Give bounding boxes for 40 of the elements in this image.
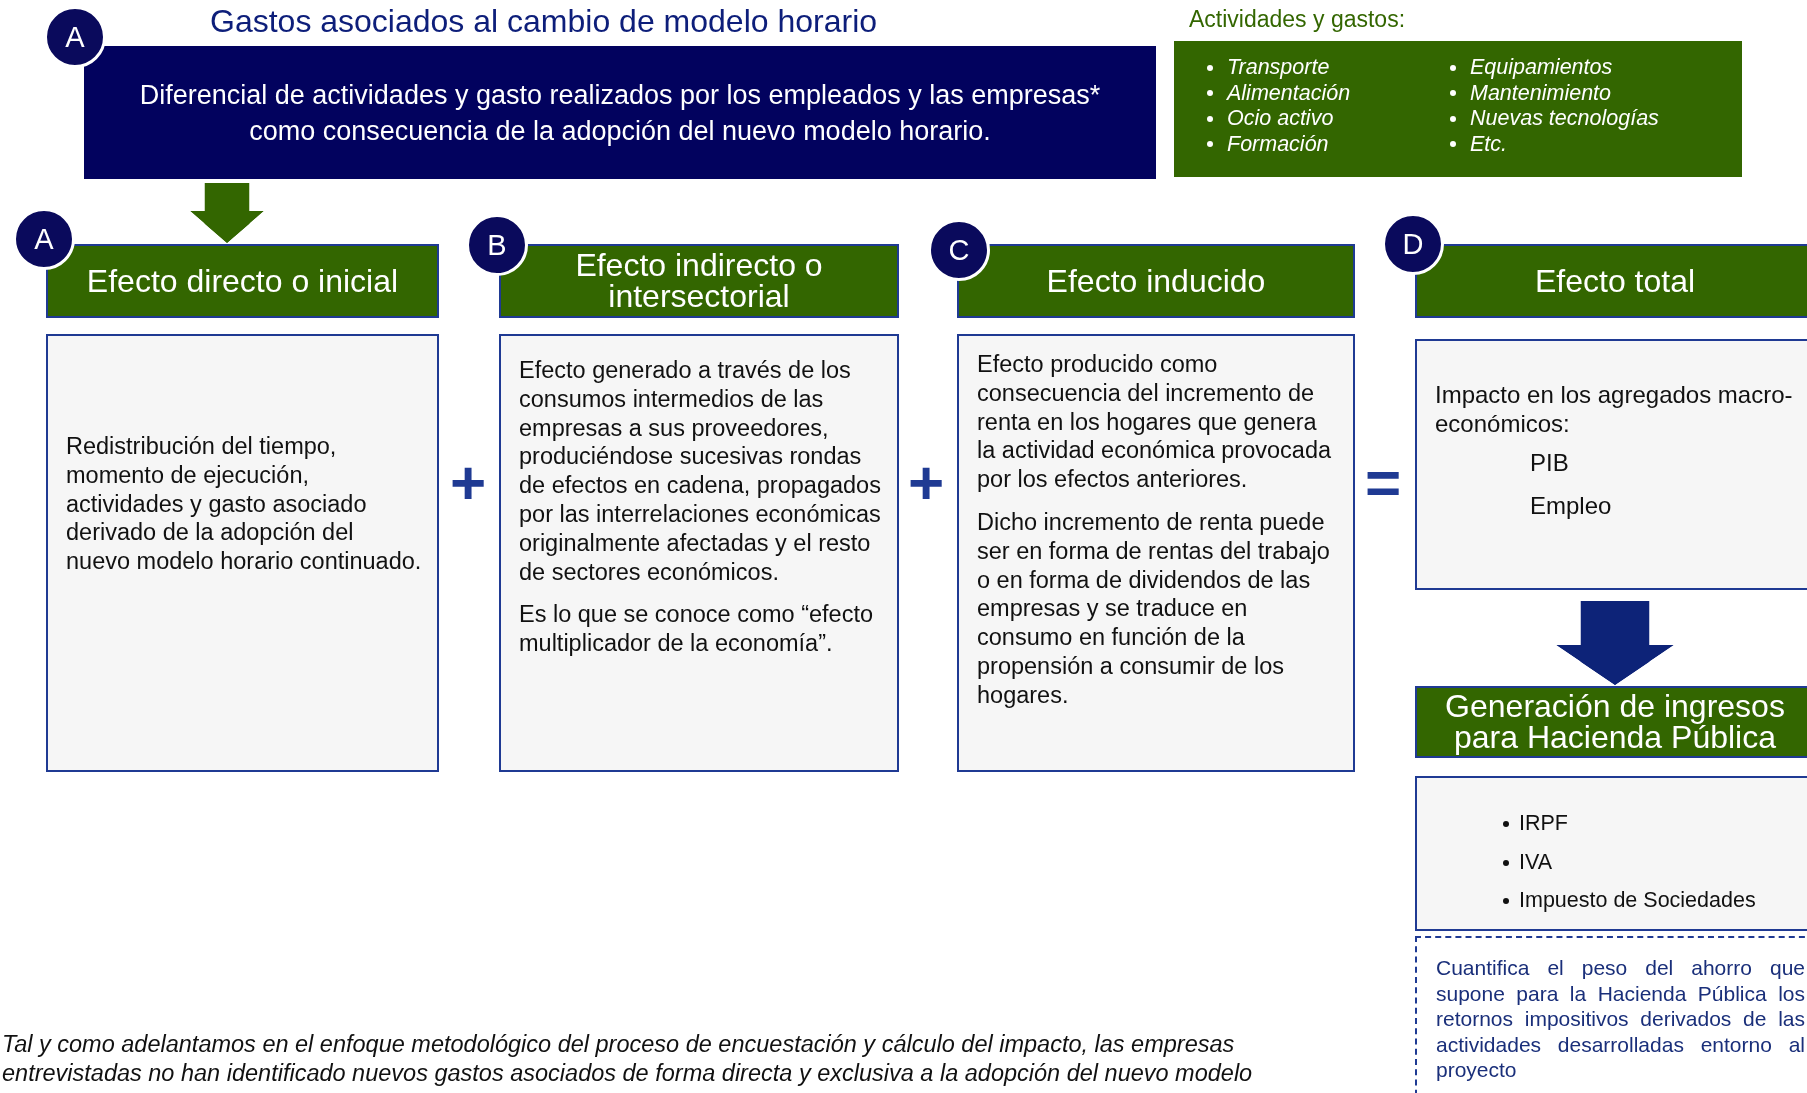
section-header: Generación de ingresos para Hacienda Pública [1415,686,1807,758]
text-panel [499,334,899,772]
section-badge: A [44,6,106,68]
summary-banner: Diferencial de actividades y gasto realizados por los empleados y las empresas* como consecuencia de la adopción del nuevo modelo horario. [84,46,1156,179]
list-item: Mantenimiento [1470,80,1612,106]
description-text: Es lo que se conoce como “efecto multiplicador de la economía”. [519,600,874,658]
text-panel [1415,776,1807,931]
list-item: IRPF [1519,811,1568,835]
block-arrow [1556,601,1674,685]
list-item: Transporte [1227,55,1330,81]
description-text: Efecto generado a través de los consumos intermedios de las empresas a sus proveedores, produciéndose sucesivas rondas de efectos en cadena, propagados por las interrelaciones económicas originalmente afectadas y el resto de sectores económicos. [519,356,882,587]
description-text: Redistribución del tiempo, momento de ejecución, actividades y gasto asociado derivado de la adopción del nuevo modelo horario continuado. [66,432,423,576]
list-item: Etc. [1470,131,1508,157]
text-panel [1415,339,1807,590]
text-panel [46,334,439,772]
description-text: Impacto en los agregados macro-económicos: [1435,381,1794,438]
equals-sign: = [1363,448,1403,518]
list-item: Nuevas tecnologías [1470,106,1659,132]
text-panel [957,334,1355,772]
diagram-title: Gastos asociados al cambio de modelo horario [210,3,878,40]
list-heading: Actividades y gastos: [1189,6,1406,33]
block-arrow [190,183,264,243]
section-badge: B [466,214,528,276]
description-text: Efecto producido como consecuencia del incremento de renta en los hogares que genera la actividad económica provocada por los efectos anteriores. [977,350,1332,494]
list-item: IVA [1519,849,1553,874]
plus-sign: + [448,448,488,518]
note-box: Cuantifica el peso del ahorro que supone para la Hacienda Pública los retornos impositivos derivados de las actividades desarrolladas entorno al proyecto [1415,936,1807,1093]
plus-sign: + [906,448,946,518]
footnote: Tal y como adelantamos en el enfoque metodológico del proceso de encuestación y cálculo del impacto, las empresas entrevistadas no han identificado nuevos gastos asociados de forma directa y exclusiva a la adopción del nuevo modelo [2,1030,1254,1088]
indicator-label: PIB [1530,448,1570,478]
list-item: Alimentación [1227,80,1351,106]
list-item: Impuesto de Sociedades [1519,888,1756,912]
section-badge: C [928,219,990,281]
section-badge: A [13,208,75,270]
description-text: Dicho incremento de renta puede ser en forma de rentas del trabajo o en forma de dividendos de las empresas y se traduce en consumo en función de la propensión a consumir de los hogares. [977,508,1331,710]
section-badge: D [1382,213,1444,275]
list-item: Formación [1227,131,1329,157]
list-item: Ocio activo [1227,106,1334,132]
indicator-label: Empleo [1530,491,1613,521]
list-item: Equipamientos [1470,55,1613,81]
